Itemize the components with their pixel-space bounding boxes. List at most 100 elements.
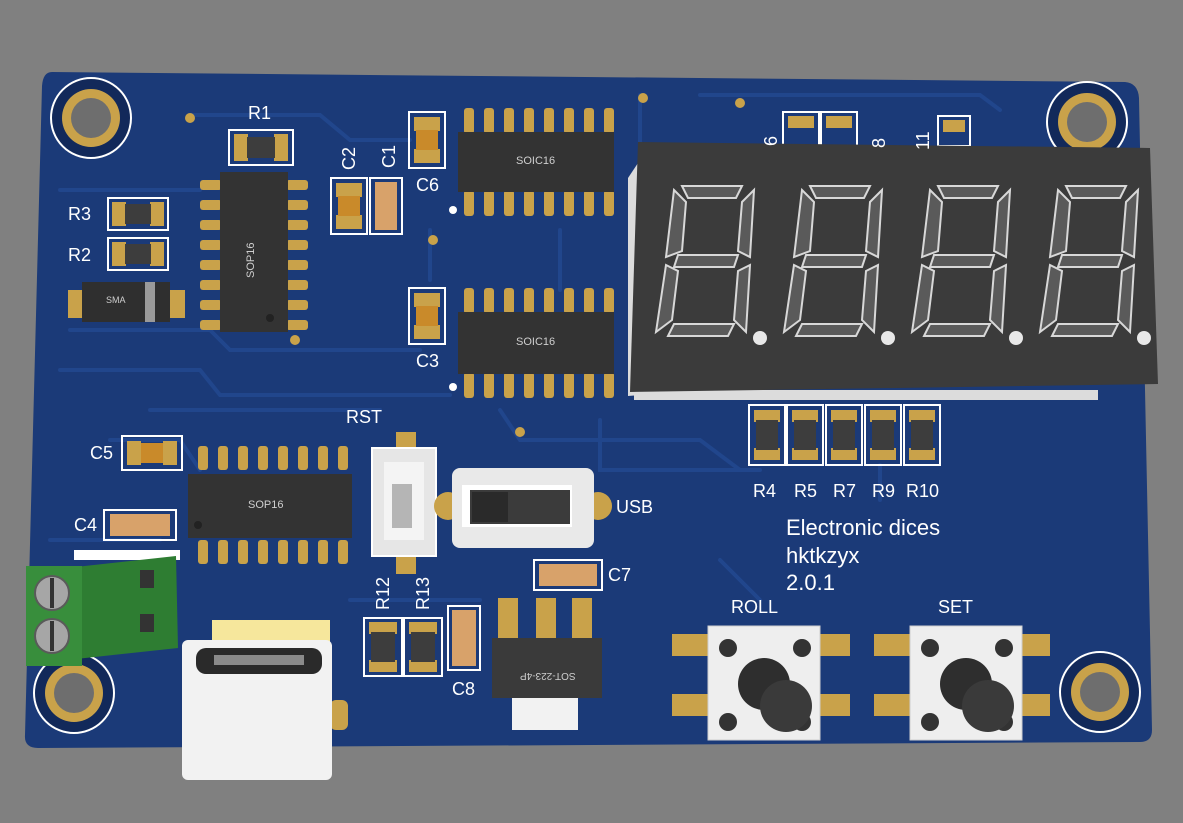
label-r12: R12 [373, 576, 393, 610]
segment-g [800, 254, 868, 268]
segment-b [1120, 187, 1140, 259]
usb-c-connector [182, 620, 348, 780]
label-usb: USB [616, 497, 654, 517]
vias [185, 93, 745, 437]
segment-b [736, 187, 756, 259]
capacitor-c4 [103, 509, 177, 541]
label-c7: C7 [608, 565, 632, 585]
segment-f [920, 187, 944, 259]
segment-e [782, 263, 808, 335]
segment-e [1038, 263, 1064, 335]
label-r10: R10 [906, 481, 940, 501]
label-r3: R3 [68, 204, 92, 224]
segment-f [1048, 187, 1072, 259]
label-r4: R4 [753, 481, 777, 501]
resistor-r2 [107, 237, 169, 271]
label-r7: R7 [833, 481, 857, 501]
segment-d [666, 323, 736, 337]
chip-marking-u-mid-bottom: SOIC16 [516, 336, 556, 348]
diode-sma [68, 282, 185, 322]
label-c5: C5 [90, 443, 114, 463]
label-c4: C4 [74, 515, 98, 535]
segment-c [732, 263, 752, 335]
project-note: Electronic dices hktkzyx 2.0.1 [786, 514, 940, 597]
mount-hole-bottom-left [33, 652, 115, 734]
segment-c [860, 263, 880, 335]
segment-c [1116, 263, 1136, 335]
mount-hole-top-left [50, 77, 132, 159]
segment-a [808, 185, 872, 199]
ic-sop16-left-bottom [188, 446, 352, 564]
ic-soic16-mid-bottom [449, 288, 614, 398]
note-version: 2.0.1 [786, 570, 835, 595]
resistor-r3 [107, 197, 169, 231]
resistor-r12 [363, 617, 403, 677]
reset-button-body [371, 432, 437, 574]
segment-a [680, 185, 744, 199]
screw-terminal-block [26, 550, 180, 666]
label-r1: R1 [248, 103, 272, 123]
resistor-r13 [403, 617, 443, 677]
label-set: SET [938, 597, 974, 617]
label-c3: C3 [416, 351, 440, 371]
label-fragment-11: 11 [913, 131, 933, 150]
chip-marking-regulator: SOT-223-4P [520, 670, 576, 681]
capacitor-c7 [533, 559, 603, 591]
label-fragment-6: 6 [761, 135, 781, 146]
label-r13: R13 [413, 576, 433, 610]
segment-dp [1137, 331, 1151, 345]
note-title: Electronic dices [786, 515, 941, 540]
capacitor-c6 [408, 111, 446, 169]
label-rst: RST [346, 407, 382, 427]
segment-g [1056, 254, 1124, 268]
segment-e [654, 263, 680, 335]
segment-b [992, 187, 1012, 259]
capacitor-c3 [408, 287, 446, 345]
segment-g [928, 254, 996, 268]
segment-c [988, 263, 1008, 335]
chip-marking-u-mid-top: SOIC16 [516, 155, 556, 167]
label-r2: R2 [68, 245, 92, 265]
label-c8: C8 [452, 679, 476, 699]
label-c6: C6 [416, 175, 440, 195]
mount-hole-top-right [1046, 81, 1128, 163]
segment-dp [753, 331, 767, 345]
chip-marking-diode: SMA [106, 295, 126, 305]
capacitor-c1 [369, 177, 403, 235]
capacitor-c2 [330, 177, 368, 235]
segment-b [864, 187, 884, 259]
voltage-regulator-sot223 [492, 598, 602, 730]
segment-dp [1009, 331, 1023, 345]
segment-a [1064, 185, 1128, 199]
set-button-body [874, 625, 1050, 741]
segment-e [910, 263, 936, 335]
label-c2: C2 [339, 146, 359, 170]
segment-d [794, 323, 864, 337]
segment-dp [881, 331, 895, 345]
seven-segment-display [628, 142, 1158, 400]
label-c1: C1 [379, 144, 399, 168]
label-fragment-8: 8 [869, 137, 889, 148]
roll-button-body [672, 625, 850, 741]
usb-slide-switch-body [434, 468, 612, 548]
capacitor-c5 [121, 435, 183, 471]
label-r9: R9 [872, 481, 896, 501]
note-author: hktkzyx [786, 542, 860, 568]
resistor-r1 [228, 129, 294, 166]
chip-marking-u-left-bottom: SOP16 [248, 499, 284, 511]
chip-marking-u-left-top: SOP16 [245, 242, 257, 278]
ic-soic16-mid-top [449, 108, 614, 216]
segment-d [922, 323, 992, 337]
label-r5: R5 [794, 481, 818, 501]
mount-hole-bottom-right [1059, 651, 1141, 733]
segment-f [664, 187, 688, 259]
segment-a [936, 185, 1000, 199]
segment-f [792, 187, 816, 259]
label-roll: ROLL [731, 597, 779, 617]
ic-sop16-left-top [200, 172, 308, 332]
segment-g [672, 254, 740, 268]
capacitor-c8 [447, 605, 481, 671]
resistor-array-bottom [748, 404, 941, 466]
